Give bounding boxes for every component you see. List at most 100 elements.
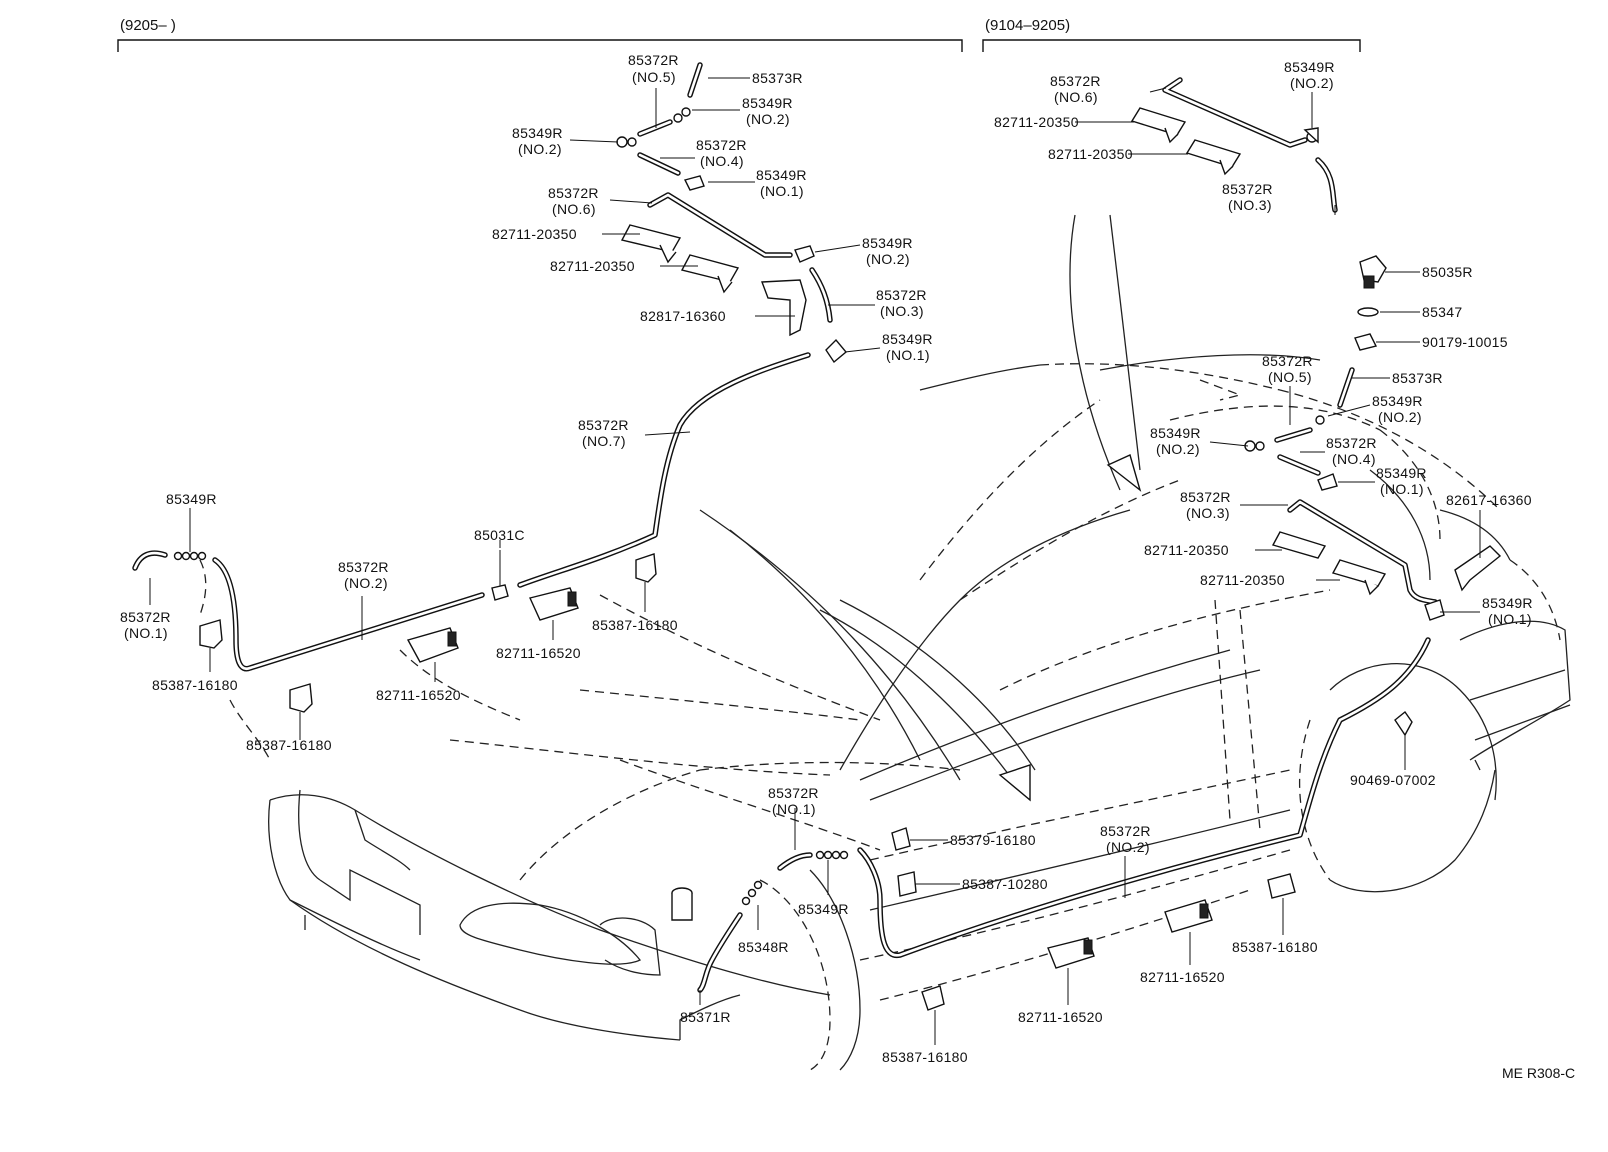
part-label: (NO.1)	[772, 801, 816, 817]
part-label: 82711-20350	[1144, 542, 1229, 558]
part-label: 85372R	[338, 559, 389, 575]
part-label: (NO.1)	[124, 625, 168, 641]
check-valve-icon	[1424, 599, 1445, 621]
part-label: 82711-16520	[376, 687, 461, 703]
part-label: 85372R	[876, 287, 927, 303]
part-label: 85373R	[1392, 370, 1443, 386]
part-label: (NO.2)	[1378, 409, 1422, 425]
part-label: 90179-10015	[1422, 334, 1508, 350]
figure-reference-code: ME R308-C	[1502, 1065, 1575, 1081]
hose-clamp-icon	[1271, 531, 1327, 559]
part-label: 85372R	[1050, 73, 1101, 89]
hose-joint-icon	[683, 175, 705, 191]
part-label: (NO.2)	[866, 251, 910, 267]
part-label: (NO.2)	[746, 111, 790, 127]
part-label: 85349R	[512, 125, 563, 141]
part-label: 85349R	[1284, 59, 1335, 75]
part-label: 85387-16180	[592, 617, 678, 633]
hose-joint-icon	[794, 245, 815, 263]
section-brackets: (9205– ) (9104–9205)	[117, 17, 1361, 52]
part-label: 82711-20350	[994, 114, 1079, 130]
hose-joint-icon	[616, 136, 637, 148]
part-label: (NO.3)	[1228, 197, 1272, 213]
hose-clamp-icon	[1354, 333, 1378, 351]
part-label: (NO.2)	[518, 141, 562, 157]
part-label: (NO.6)	[552, 201, 596, 217]
hose-joint-icon	[1315, 415, 1325, 425]
hose-joint-icon	[1317, 473, 1338, 491]
part-label: 85349R	[1482, 595, 1533, 611]
part-label: 85387-10280	[962, 876, 1048, 892]
part-label: 82711-20350	[492, 226, 577, 242]
part-label: 85349R	[166, 491, 217, 507]
part-label: 85372R	[628, 52, 679, 68]
part-label: 90469-07002	[1350, 772, 1436, 788]
part-label: 82711-20350	[1200, 572, 1285, 588]
part-label: (NO.4)	[700, 153, 744, 169]
part-label: 85372R	[120, 609, 171, 625]
part-label: 85372R	[1100, 823, 1151, 839]
part-label: 82711-20350	[1048, 146, 1133, 162]
part-label: 82617-16360	[1446, 492, 1532, 508]
part-label: 85372R	[548, 185, 599, 201]
hose-clamp-icon	[761, 279, 807, 337]
car-body-outline	[229, 354, 1571, 1071]
part-label: 85372R	[768, 785, 819, 801]
hose-joint-icon	[815, 850, 849, 860]
hose-clamp-icon	[1185, 139, 1242, 176]
part-label: 85387-16180	[152, 677, 238, 693]
part-label: (NO.1)	[760, 183, 804, 199]
part-label: (NO.1)	[1488, 611, 1532, 627]
part-label: 85035R	[1422, 264, 1473, 280]
part-label: 85372R	[1180, 489, 1231, 505]
hose-joints	[173, 107, 1445, 906]
part-label: 85372R	[1222, 181, 1273, 197]
part-label: 85349R	[798, 901, 849, 917]
part-label: (NO.4)	[1332, 451, 1376, 467]
hose-joint-icon	[673, 107, 691, 123]
part-label: 82711-20350	[550, 258, 635, 274]
hose-clamp-icon	[635, 553, 657, 583]
part-label: (NO.2)	[1106, 839, 1150, 855]
washer-nozzle-icon	[671, 887, 693, 921]
part-label: 85387-16180	[882, 1049, 968, 1065]
part-label: (NO.3)	[880, 303, 924, 319]
part-label: 85387-16180	[246, 737, 332, 753]
part-label: 85349R	[742, 95, 793, 111]
part-label: (NO.7)	[582, 433, 626, 449]
part-label: 85387-16180	[1232, 939, 1318, 955]
part-label: 85349R	[1372, 393, 1423, 409]
part-label: (NO.1)	[1380, 481, 1424, 497]
reference-arrows	[819, 214, 1142, 802]
part-label: (NO.5)	[1268, 369, 1312, 385]
part-label: 85349R	[756, 167, 807, 183]
hose-clamp-icon	[680, 254, 740, 294]
hose-clamp-icon	[1130, 107, 1187, 144]
part-label: 85031C	[474, 527, 525, 543]
part-label: (NO.2)	[344, 575, 388, 591]
hose-clamp-icon	[1357, 307, 1379, 317]
part-label: 85347	[1422, 304, 1462, 320]
header-left-range: (9205– )	[120, 17, 176, 34]
hose-clamp-icon	[891, 827, 911, 851]
hose-clamp-icon	[1394, 710, 1413, 737]
hose-clamp-icon	[406, 627, 459, 663]
part-label: (NO.5)	[632, 69, 676, 85]
hose-clamp-icon	[1047, 937, 1095, 969]
hose-clamp-icon	[897, 871, 917, 897]
check-valve-icon	[825, 338, 847, 364]
hose-clamp-icon	[1267, 873, 1296, 899]
hose-clamp-icon	[529, 587, 579, 621]
part-label: (NO.3)	[1186, 505, 1230, 521]
leader-lines	[149, 77, 1481, 1045]
part-label: 85349R	[1376, 465, 1427, 481]
right-hose-assembly	[697, 77, 1438, 993]
hose-clamp-icon	[289, 683, 313, 713]
hose-joint-icon	[173, 551, 207, 561]
hose-clamp-icon	[1454, 545, 1502, 592]
part-label: 85372R	[578, 417, 629, 433]
part-label: (NO.1)	[886, 347, 930, 363]
part-label: 82817-16360	[640, 308, 726, 324]
part-label: 85372R	[1326, 435, 1377, 451]
